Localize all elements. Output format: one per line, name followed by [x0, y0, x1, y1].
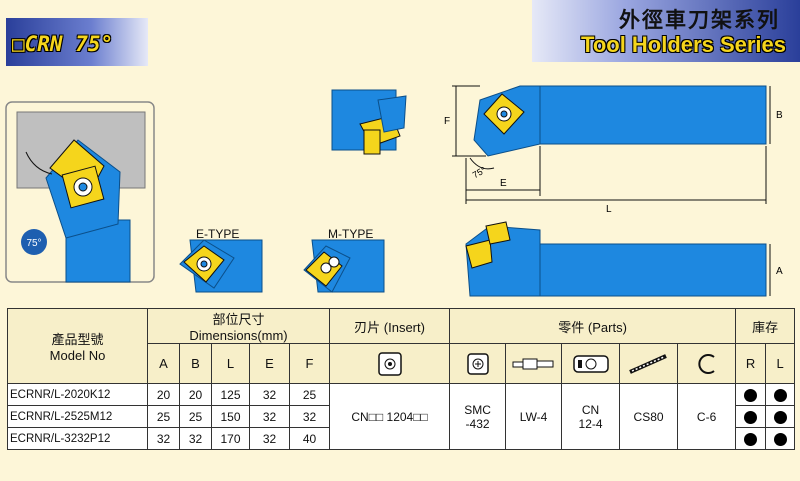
dim-col-A: A	[147, 343, 180, 384]
model-cell: ECRNR/L-3232P12	[7, 427, 148, 450]
stock-r-cell	[735, 427, 767, 450]
series-badge: □CRN 75°	[12, 32, 114, 56]
dim-cell-B: 25	[179, 405, 212, 428]
top-view-drawing: F B E L 75°	[444, 85, 783, 215]
e-type-label: E-TYPE	[196, 227, 240, 241]
dim-cell-E: 32	[249, 405, 290, 428]
dim-cell-F: 40	[288, 427, 331, 450]
in-stock-dot	[773, 410, 787, 424]
m-type-view	[303, 239, 385, 293]
insert-value-cell: CN□□ 1204□□	[329, 383, 451, 450]
in-stock-dot	[744, 410, 758, 424]
dim-col-F: F	[288, 343, 331, 384]
dim-col-L: L	[211, 343, 250, 384]
dimensions-header-en: Dimensions(mm)	[189, 328, 288, 343]
table-row: ECRNR/L-2020K12 20 20 125 32 25 CN□□ 120…	[7, 383, 796, 450]
lever-pin-icon	[512, 358, 554, 369]
part-c6-cell: C-6	[677, 383, 737, 450]
application-view: 75°	[5, 101, 155, 283]
screw-icon-cell	[449, 343, 507, 384]
header-left-band	[6, 18, 148, 66]
dim-cell-B: 32	[179, 427, 212, 450]
dim-cell-E: 32	[249, 427, 290, 450]
model-header: 產品型號 Model No	[7, 308, 148, 384]
part-lw-cell: LW-4	[505, 383, 563, 450]
part-cn-cell: CN 12-4	[561, 383, 621, 450]
dim-label-F: F	[444, 116, 450, 127]
dim-cell-L: 125	[211, 383, 250, 406]
in-stock-dot	[773, 432, 787, 446]
part-cs-cell: CS80	[619, 383, 679, 450]
in-stock-dot	[773, 388, 787, 402]
m-type-label: M-TYPE	[328, 227, 374, 241]
dim-cell-L: 170	[211, 427, 250, 450]
dim-label-E: E	[500, 178, 507, 189]
e-type-view	[179, 239, 263, 293]
dim-cell-A: 25	[147, 405, 180, 428]
in-stock-dot	[744, 432, 758, 446]
dim-col-E: E	[249, 343, 290, 384]
dim-cell-F: 32	[288, 405, 331, 428]
dim-label-L: L	[606, 204, 612, 215]
wrench-icon	[628, 353, 667, 374]
part-cn-line1: CN	[581, 402, 600, 417]
clamp-screw-icon	[466, 352, 489, 375]
dim-label-angle: 75°	[471, 165, 488, 181]
dim-cell-B: 20	[179, 383, 212, 406]
part-smc-cell: SMC -432	[449, 383, 507, 450]
part-smc-line1: SMC	[464, 402, 491, 417]
model-cell: ECRNR/L-2020K12	[7, 383, 148, 406]
table-row: ECRNR/L-3232P12 32 32 170 32 40	[7, 427, 796, 450]
dim-cell-E: 32	[249, 383, 290, 406]
dim-label-B: B	[776, 110, 783, 121]
spring-icon-cell	[677, 343, 737, 384]
header-right-band	[532, 0, 800, 62]
side-view-drawing: A	[465, 221, 783, 297]
model-cell: ECRNR/L-2525M12	[7, 405, 148, 428]
dim-cell-A: 20	[147, 383, 180, 406]
model-header-en: Model No	[49, 348, 106, 363]
part-smc-line2: -432	[465, 416, 490, 431]
stock-l-cell	[765, 383, 796, 406]
angle-circle-label: 75°	[26, 238, 41, 249]
insert-icon	[377, 351, 402, 376]
stock-header: 庫存	[735, 308, 796, 344]
stock-l-cell	[765, 427, 796, 450]
dim-label-A: A	[776, 266, 783, 277]
dimensions-header-cn: 部位尺寸	[212, 312, 265, 327]
dim-col-B: B	[179, 343, 212, 384]
dimensions-header: 部位尺寸 Dimensions(mm)	[146, 308, 331, 344]
dim-cell-A: 32	[147, 427, 180, 450]
parts-header: 零件 (Parts)	[449, 308, 737, 344]
insert-header: 刃片 (Insert)	[329, 308, 451, 344]
pin-icon-cell	[505, 343, 563, 384]
stock-col-R: R	[735, 343, 767, 384]
clamp-icon-cell	[561, 343, 621, 384]
in-stock-dot	[744, 388, 758, 402]
insert-icon-cell	[329, 343, 451, 384]
clamp-icon	[572, 354, 609, 373]
stock-l-cell	[765, 405, 796, 428]
spring-icon	[698, 353, 715, 374]
technical-drawings: 75° F B E L 75° A	[5, 85, 783, 297]
stock-col-L: L	[765, 343, 796, 384]
stock-r-cell	[735, 405, 767, 428]
perspective-view	[331, 89, 407, 155]
stock-r-cell	[735, 383, 767, 406]
page-title-cn: 外徑車刀架系列	[619, 8, 780, 32]
spec-table: 產品型號 Model No 部位尺寸 Dimensions(mm) 刃片 (In…	[7, 308, 796, 450]
wrench-icon-cell	[619, 343, 679, 384]
page-title-en: Tool Holders Series	[581, 32, 786, 57]
part-cn-line2: 12-4	[578, 416, 603, 431]
model-header-cn: 產品型號	[51, 332, 104, 347]
dim-cell-L: 150	[211, 405, 250, 428]
dim-cell-F: 25	[288, 383, 331, 406]
